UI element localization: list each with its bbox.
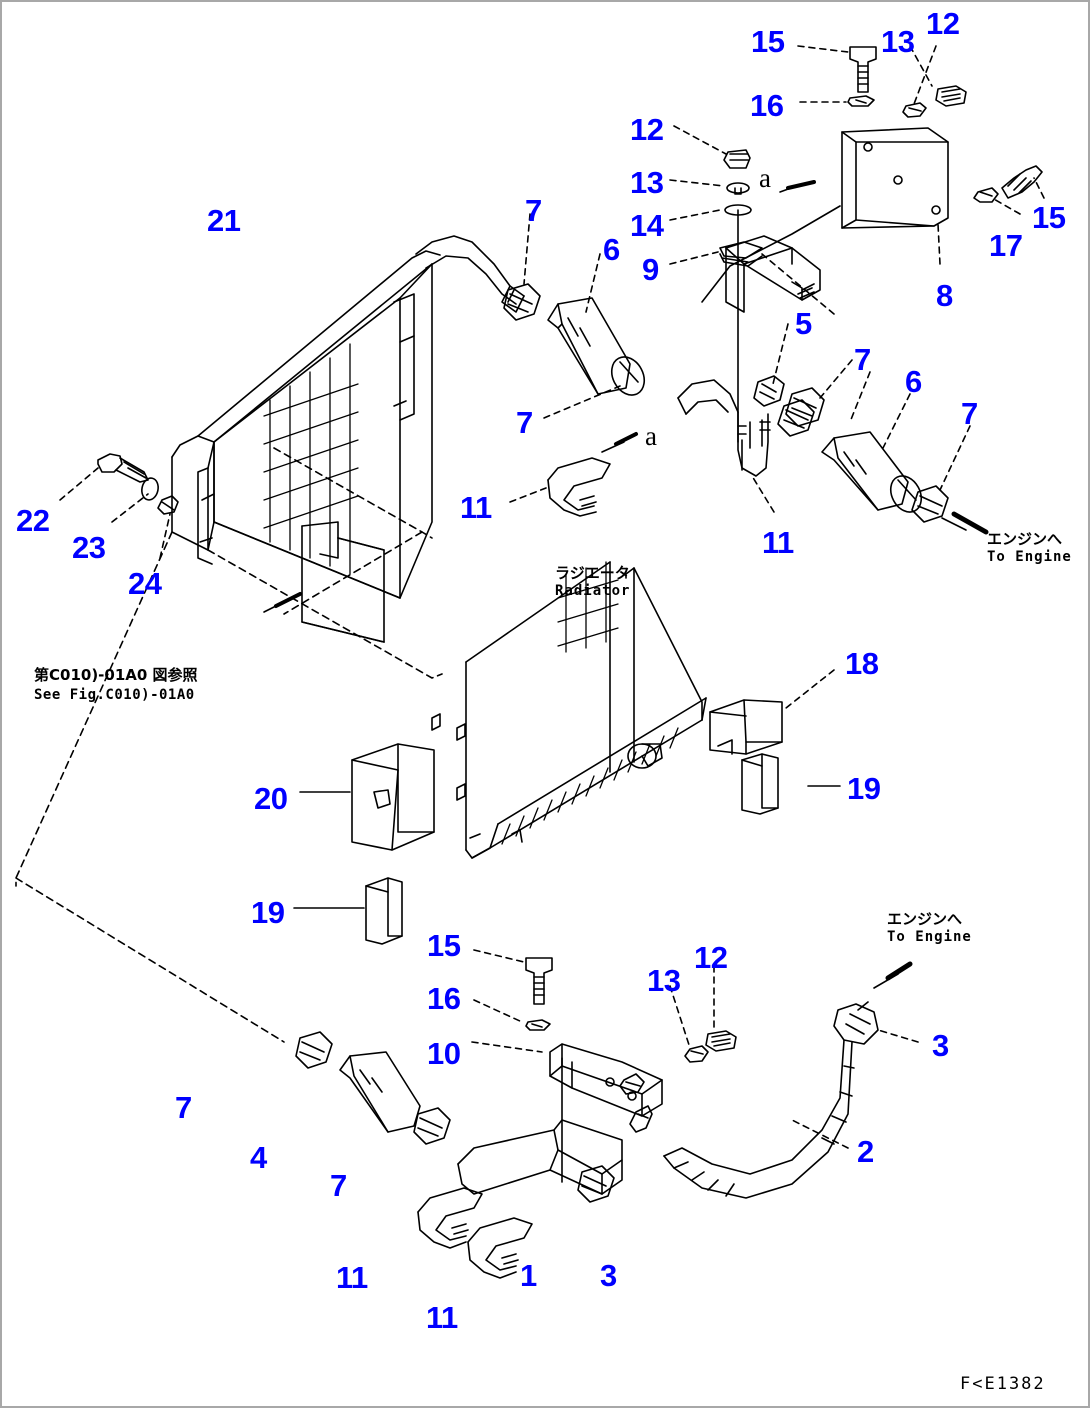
callout-24: 24 <box>128 566 162 601</box>
callout-13: 13 <box>647 963 681 998</box>
callout-15: 15 <box>1032 200 1066 235</box>
callout-19: 19 <box>847 771 881 806</box>
callout-4: 4 <box>250 1140 267 1175</box>
callout-11: 11 <box>460 490 492 525</box>
callout-7: 7 <box>330 1168 347 1203</box>
callout-7: 7 <box>175 1090 192 1125</box>
callout-19: 19 <box>251 895 285 930</box>
callout-17: 17 <box>989 228 1023 263</box>
callout-14: 14 <box>630 208 664 243</box>
callout-16: 16 <box>750 88 784 123</box>
center-tube-5-11 <box>677 375 825 477</box>
callout-8: 8 <box>936 278 953 313</box>
callout-3: 3 <box>932 1028 949 1063</box>
callout-3: 3 <box>600 1258 617 1293</box>
callout-5: 5 <box>795 306 812 341</box>
see-figure-reference: 第C010)-01A0 図参照 See Fig.C010)-01A0 <box>34 666 198 703</box>
callout-20: 20 <box>254 781 288 816</box>
radiator-label: ラジエータ Radiator <box>555 564 631 599</box>
section-mark-a: a <box>759 163 771 193</box>
hose-6-upper <box>503 283 646 396</box>
callout-21: 21 <box>207 203 241 238</box>
callout-6: 6 <box>603 232 620 267</box>
mount-blocks <box>351 699 783 945</box>
callout-13: 13 <box>881 24 915 59</box>
to-engine-label-upper: エンジンへ To Engine <box>987 530 1072 565</box>
callout-12: 12 <box>630 112 664 147</box>
radiator-assembly <box>431 561 707 859</box>
lower-pipe-assembly <box>295 1031 663 1279</box>
callout-9: 9 <box>642 252 659 287</box>
callout-7: 7 <box>854 342 871 377</box>
callout-16: 16 <box>427 981 461 1016</box>
callout-2: 2 <box>857 1134 874 1169</box>
callout-7: 7 <box>525 193 542 228</box>
callout-13: 13 <box>630 165 664 200</box>
left-fastener-group <box>719 149 763 443</box>
lower-fastener-group <box>525 957 737 1063</box>
callout-11: 11 <box>426 1300 458 1335</box>
callout-10: 10 <box>427 1036 461 1071</box>
upper-bracket-8 <box>701 127 949 313</box>
callout-18: 18 <box>845 646 879 681</box>
hardware-22-23-24 <box>97 453 179 515</box>
callout-6: 6 <box>905 364 922 399</box>
callout-7: 7 <box>961 396 978 431</box>
top-fastener-group <box>847 46 967 118</box>
callout-15: 15 <box>427 928 461 963</box>
callout-22: 22 <box>16 503 50 538</box>
callout-11: 11 <box>336 1260 368 1295</box>
hose-11-left <box>547 432 638 517</box>
callout-11: 11 <box>762 525 794 560</box>
hose-2-assembly <box>663 961 913 1199</box>
section-mark-a: a <box>645 421 657 451</box>
callout-23: 23 <box>72 530 106 565</box>
oil-cooler-assembly <box>15 235 525 1043</box>
to-engine-label-lower: エンジンへ To Engine <box>887 910 972 945</box>
callout-7: 7 <box>516 405 533 440</box>
right-fastener-group <box>973 165 1043 203</box>
callout-12: 12 <box>926 6 960 41</box>
callout-1: 1 <box>520 1258 537 1293</box>
hose-6-right <box>777 399 989 535</box>
drawing-code: F<E1382 <box>960 1374 1046 1394</box>
callout-12: 12 <box>694 940 728 975</box>
callout-15: 15 <box>751 24 785 59</box>
